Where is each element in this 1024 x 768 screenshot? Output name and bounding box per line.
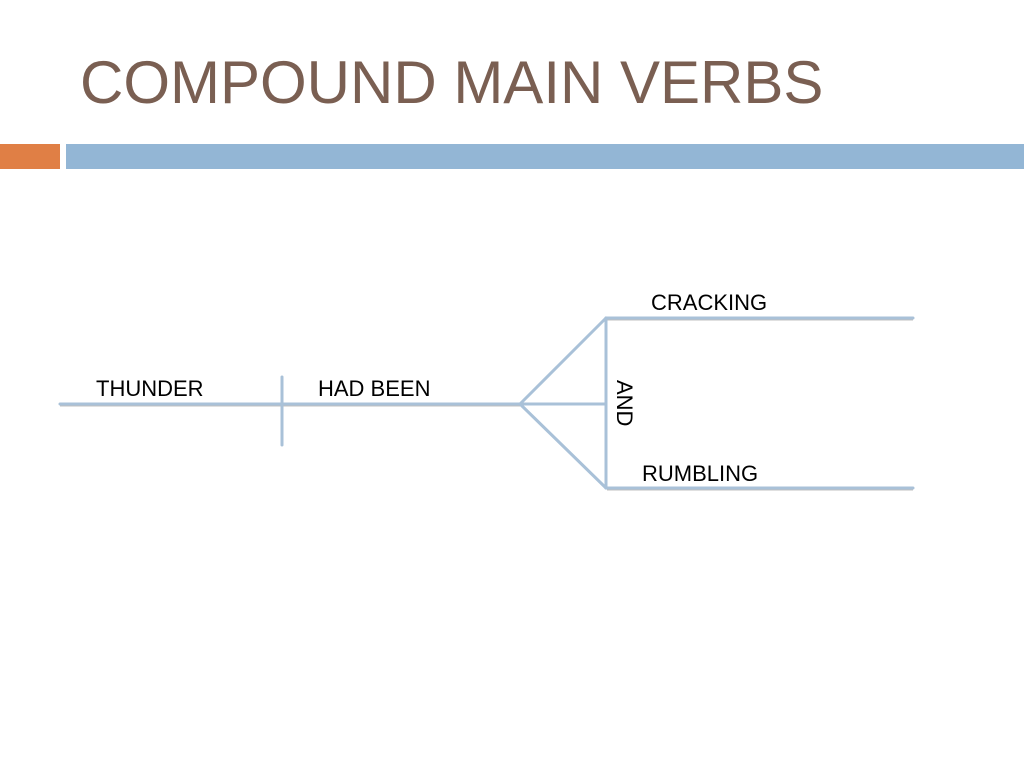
- verb-bottom-label: RUMBLING: [642, 461, 758, 486]
- accent-bar-orange: [0, 144, 60, 169]
- subject-label: THUNDER: [96, 376, 204, 401]
- slide-title: COMPOUND MAIN VERBS: [80, 49, 824, 116]
- fork-lower-line: [518, 402, 608, 490]
- verb-top-label: CRACKING: [651, 290, 767, 315]
- conjunction-label: AND: [612, 380, 637, 426]
- fork-upper-line: [518, 316, 608, 406]
- helping-verbs-label: HAD BEEN: [318, 376, 430, 401]
- accent-bar-blue: [66, 144, 1024, 169]
